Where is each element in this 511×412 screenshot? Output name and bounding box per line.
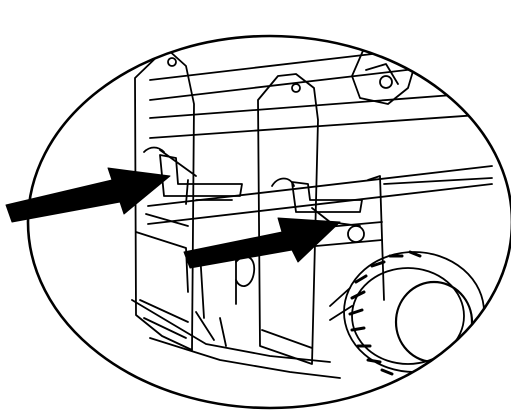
arrow-lower-center xyxy=(183,217,341,269)
base-chassis xyxy=(131,249,341,379)
arrow-right-icon xyxy=(5,167,171,223)
lens-contents xyxy=(131,36,493,379)
arrow-upper-left xyxy=(5,167,171,223)
left-slot-clip xyxy=(159,154,243,205)
knurled-knob xyxy=(329,250,485,376)
lower-left-block xyxy=(135,213,189,293)
arrow-right-icon xyxy=(183,217,341,269)
magnifier-circle xyxy=(26,34,511,410)
